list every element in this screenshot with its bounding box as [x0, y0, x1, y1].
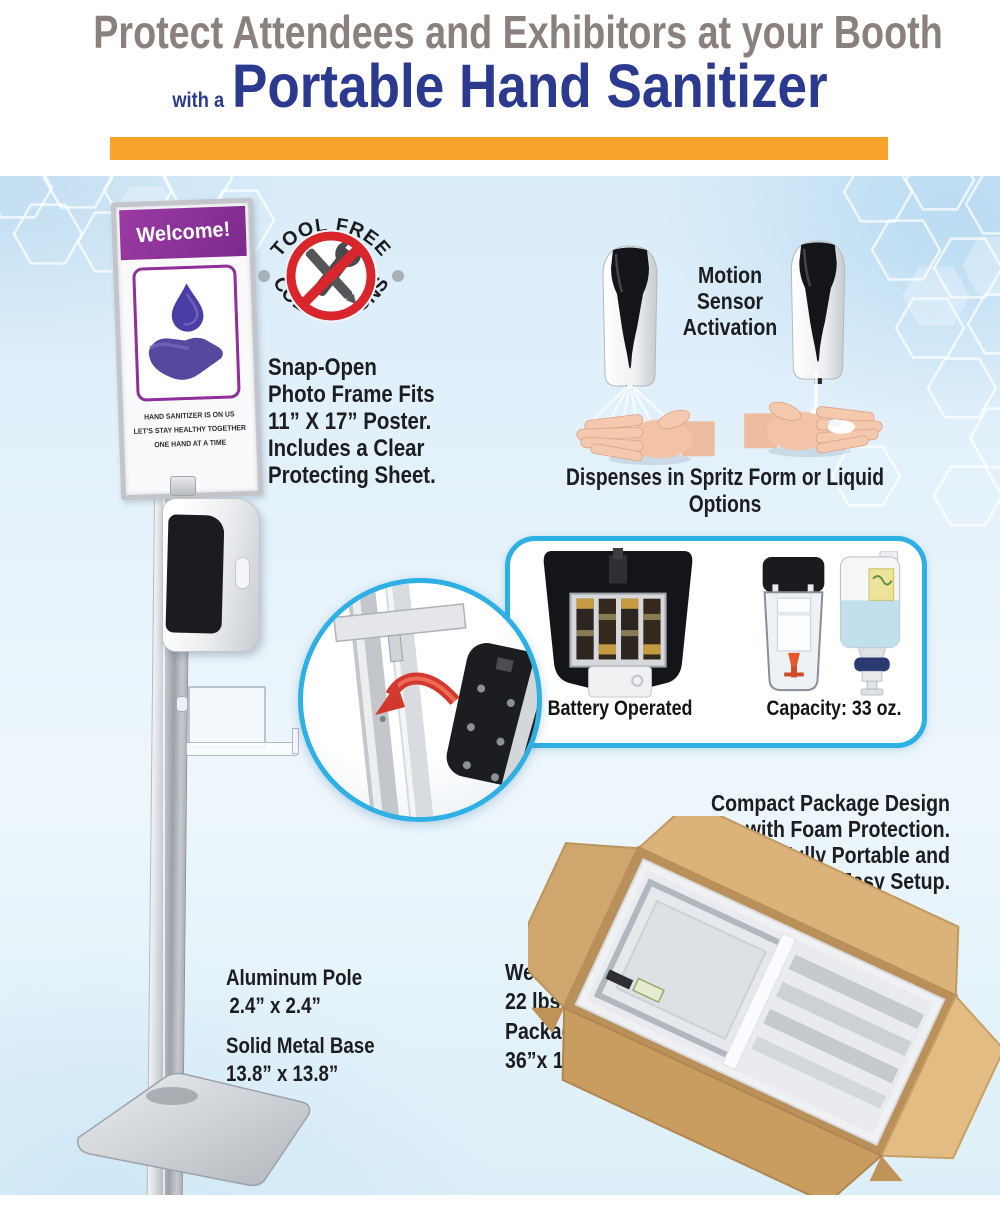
sign-caption-line: ONE HAND AT A TIME [154, 437, 227, 449]
mounted-dispenser [162, 498, 260, 652]
battery-compartment-photo [543, 548, 693, 698]
badge-dot-right [392, 270, 404, 282]
welcome-sign: Welcome! HAND SANITIZER IS ON US LET'S S… [110, 197, 264, 501]
dispense-caption-text: Dispenses in Spritz Form or Liquid Optio… [566, 464, 884, 519]
dispenser-button [235, 557, 250, 589]
tool-free-badge: TOOL FREE COLLECTIONS [258, 214, 404, 324]
motion-line: Sensor [696, 287, 764, 314]
sign-caption: HAND SANITIZER IS ON US LET'S STAY HEALT… [123, 407, 256, 453]
dispenser-window [165, 514, 225, 634]
prohibition-icon [284, 229, 378, 323]
pole-highlight [163, 468, 165, 1195]
dispenser-spritz [602, 245, 658, 391]
drip-tray-lip [292, 728, 299, 754]
motion-sensor-text: Motion Sensor Activation [655, 262, 805, 340]
headline: Protect Attendees and Exhibitors at your… [0, 6, 1000, 58]
base-spec-line: Solid Metal Base [226, 1033, 375, 1058]
footer-strip [0, 1195, 1000, 1217]
motion-line: Motion [697, 262, 763, 288]
dispenser-backplate [446, 643, 537, 786]
subheadline: with a Portable Hand Sanitizer [65, 56, 935, 117]
pole-spec-line: Aluminum Pole [226, 965, 363, 990]
accent-bar [110, 137, 888, 160]
dispense-caption: Dispenses in Spritz Form or Liquid Optio… [500, 464, 950, 518]
subheadline-prefix: with a [172, 89, 225, 113]
pole-spec-text: Aluminum Pole 2.4” x 2.4” [226, 964, 426, 1019]
tray-knob [176, 696, 188, 712]
sanitizer-icon-box [132, 264, 241, 402]
dispenser-liquid [790, 240, 846, 385]
badge-dot-left [258, 270, 270, 282]
headline-text: Protect Attendees and Exhibitors at your… [93, 6, 943, 58]
shipping-box [528, 816, 1000, 1195]
base-spec-line: 13.8” x 13.8” [226, 1060, 339, 1086]
feature-panel: Battery Operated [505, 536, 927, 748]
product-scene: Welcome! HAND SANITIZER IS ON US LET'S S… [0, 176, 1000, 1195]
welcome-sign-band: Welcome! [119, 205, 247, 261]
battery-label: Battery Operated [547, 697, 693, 720]
zoom-callout [298, 578, 542, 822]
refill-bottle-photo [839, 551, 901, 696]
welcome-title: Welcome! [135, 217, 231, 248]
red-arrow-icon [375, 672, 460, 715]
hand-droplet-icon [148, 283, 223, 380]
pole-spec-line: 2.4” x 2.4” [229, 992, 321, 1018]
metal-base [77, 1072, 311, 1187]
zoom-callout-art [333, 583, 537, 817]
snap-open-line: Photo Frame Fits [268, 381, 435, 409]
snap-open-line: Snap-Open [268, 354, 377, 381]
cartridge-dispenser-photo [762, 556, 825, 692]
subheadline-text: Portable Hand Sanitizer [231, 52, 828, 121]
drip-tray [186, 742, 298, 756]
hand-left [576, 409, 715, 466]
package-line: with Foam Protection. [745, 815, 950, 842]
package-line: Compact Package Design [710, 790, 950, 816]
motion-line: Activation [682, 313, 778, 340]
snap-open-line: 11” X 17” Poster. [268, 408, 432, 436]
capacity-label: Capacity: 33 oz. [766, 697, 902, 720]
hand-right [744, 401, 883, 458]
frame-clip [170, 476, 196, 496]
snap-open-line: Protecting Sheet. [268, 462, 436, 490]
snap-open-text: Snap-Open Photo Frame Fits 11” X 17” Pos… [268, 354, 528, 490]
drip-tray-back [188, 686, 266, 748]
base-spec-text: Solid Metal Base 13.8” x 13.8” [226, 1032, 436, 1087]
header: Protect Attendees and Exhibitors at your… [0, 0, 1000, 117]
snap-open-line: Includes a Clear [268, 435, 425, 463]
